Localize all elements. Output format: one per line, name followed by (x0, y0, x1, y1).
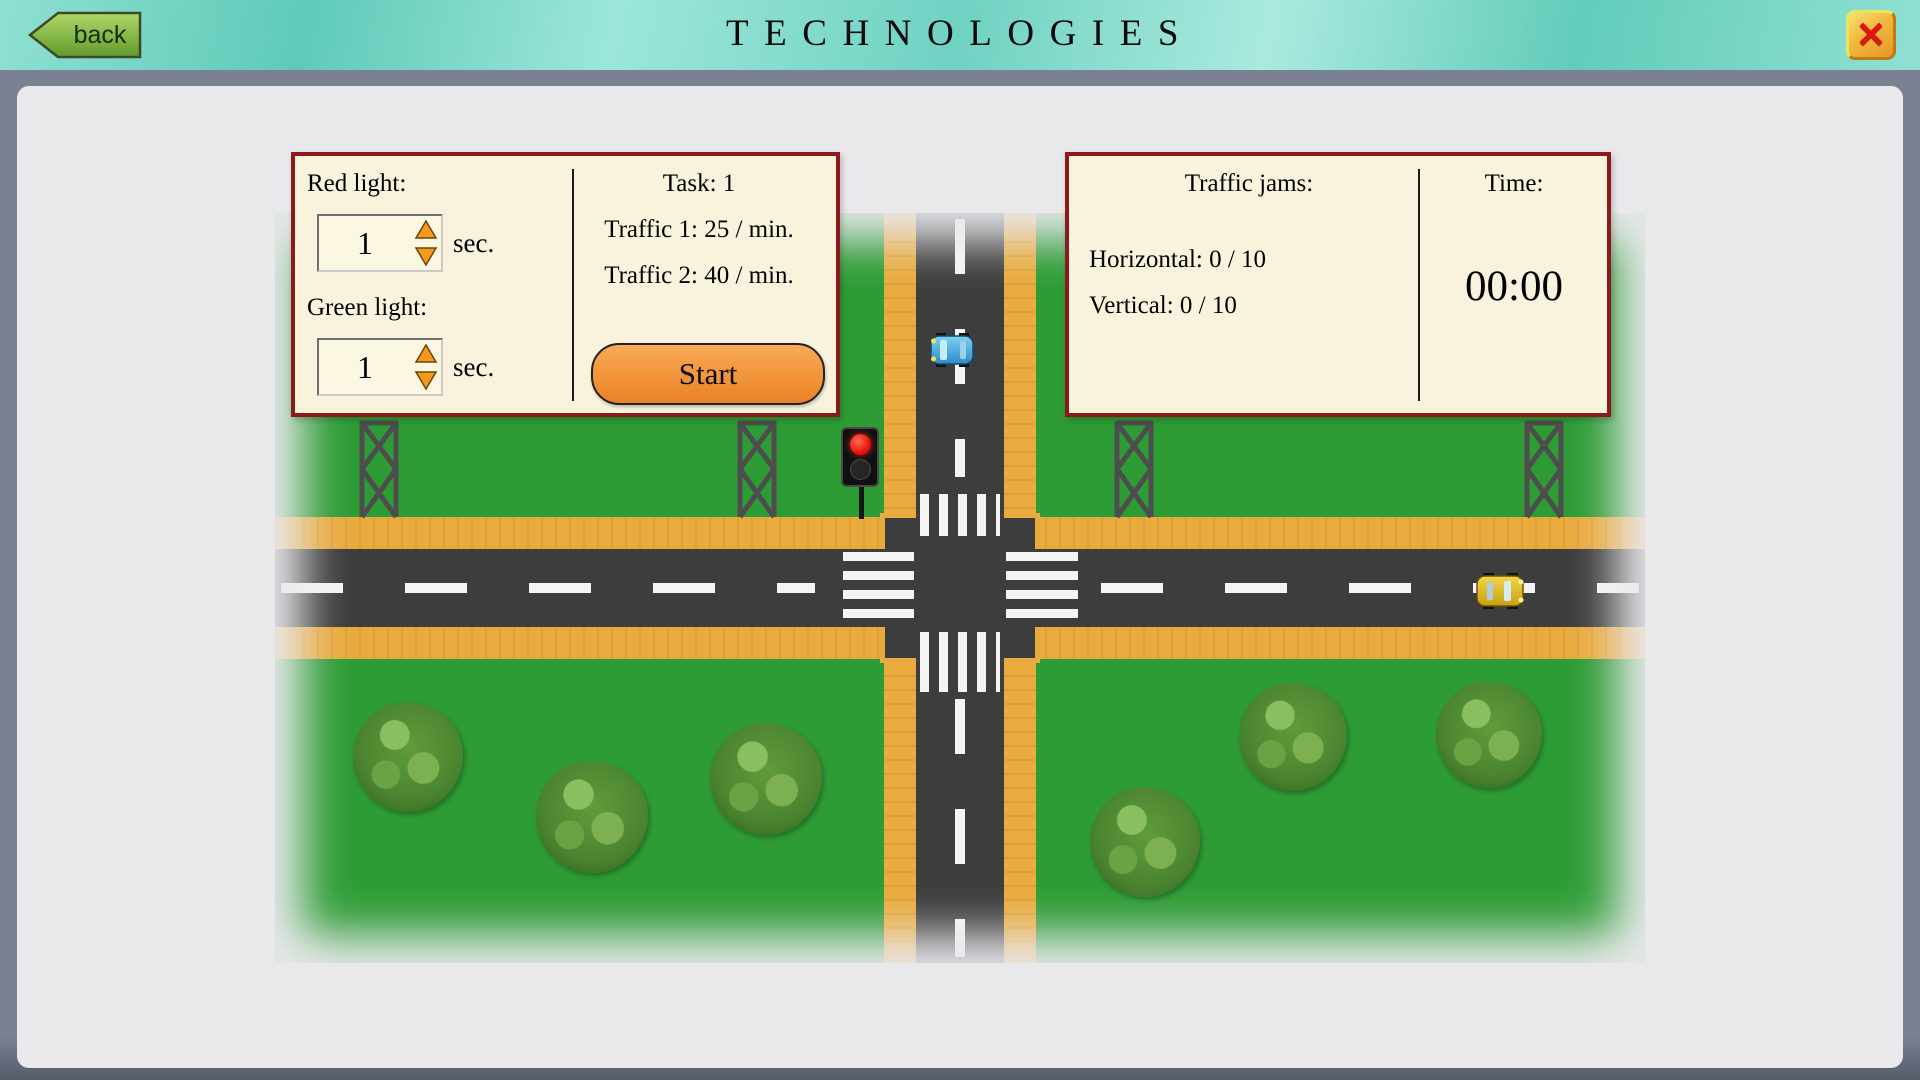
back-arrow-icon (27, 11, 142, 59)
power-pylon-icon (731, 417, 783, 524)
traffic-light-off-lamp (849, 459, 871, 481)
power-pylon-icon (1518, 417, 1570, 524)
time-value: 00:00 (1465, 263, 1563, 310)
green-light-decrement-button[interactable] (413, 368, 439, 391)
time-title: Time: (1484, 170, 1544, 197)
red-light-seconds-input[interactable] (319, 216, 411, 270)
power-pylon-icon (353, 417, 405, 524)
lane-dashes-south (955, 699, 965, 957)
green-sec-label: sec. (453, 352, 495, 382)
red-light-increment-button[interactable] (413, 219, 439, 242)
car-yellow (1475, 573, 1525, 614)
intersection-corner-bottom-right (1004, 627, 1040, 663)
traffic-light-pole (859, 487, 864, 519)
spinner-up-icon (414, 219, 438, 239)
green-light-increment-button[interactable] (413, 343, 439, 366)
tree (1090, 787, 1200, 897)
spinner-up-icon (414, 343, 438, 363)
intersection-corner-bottom-left (880, 627, 916, 663)
control-panel-divider (572, 169, 574, 401)
tree (536, 761, 648, 873)
traffic-light-red-lamp (849, 433, 871, 455)
car-blue (929, 333, 975, 372)
intersection-corner-top-right (1004, 513, 1040, 549)
tree (1239, 683, 1347, 791)
title-bar: back TECHNOLOGIES ✕ (0, 0, 1920, 70)
tree (1436, 682, 1542, 788)
traffic-jams-title: Traffic jams: (1184, 170, 1314, 197)
stats-panel: Traffic jams: Horizontal: 0 / 10 Vertica… (1065, 152, 1611, 417)
red-light-label: Red light: (307, 170, 407, 197)
close-icon: ✕ (1855, 14, 1887, 55)
vertical-jams-label: Vertical: 0 / 10 (1089, 292, 1237, 319)
red-light-decrement-button[interactable] (413, 244, 439, 267)
horizontal-jams-label: Horizontal: 0 / 10 (1089, 246, 1267, 273)
start-button[interactable]: Start (591, 343, 825, 405)
lane-dashes-west (281, 583, 815, 593)
spinner-down-icon (414, 371, 438, 391)
tree (353, 702, 463, 812)
back-button-label: back (73, 21, 127, 49)
stats-panel-divider (1418, 169, 1420, 401)
control-panel: Red light: sec. Green light: (291, 152, 840, 417)
tree (710, 723, 822, 835)
green-light-label: Green light: (307, 294, 428, 321)
traffic2-label: Traffic 2: 40 / min. (604, 262, 794, 289)
power-pylon-icon (1108, 417, 1160, 524)
crosswalk-north (920, 494, 1000, 536)
lane-dashes-east (1101, 583, 1639, 593)
task-label: Task: 1 (662, 170, 736, 197)
close-button[interactable]: ✕ (1846, 10, 1896, 60)
crosswalk-east (1006, 552, 1078, 624)
green-light-spinner (317, 338, 443, 396)
app-title: TECHNOLOGIES (725, 13, 1195, 54)
spinner-down-icon (414, 247, 438, 267)
traffic1-label: Traffic 1: 25 / min. (604, 216, 794, 243)
traffic-light (841, 427, 879, 487)
crosswalk-west (843, 552, 914, 624)
red-sec-label: sec. (453, 228, 495, 258)
green-light-seconds-input[interactable] (319, 340, 411, 394)
intersection-corner-top-left (880, 513, 916, 549)
back-button[interactable]: back (26, 10, 144, 60)
red-light-spinner (317, 214, 443, 272)
crosswalk-south (920, 632, 1000, 692)
